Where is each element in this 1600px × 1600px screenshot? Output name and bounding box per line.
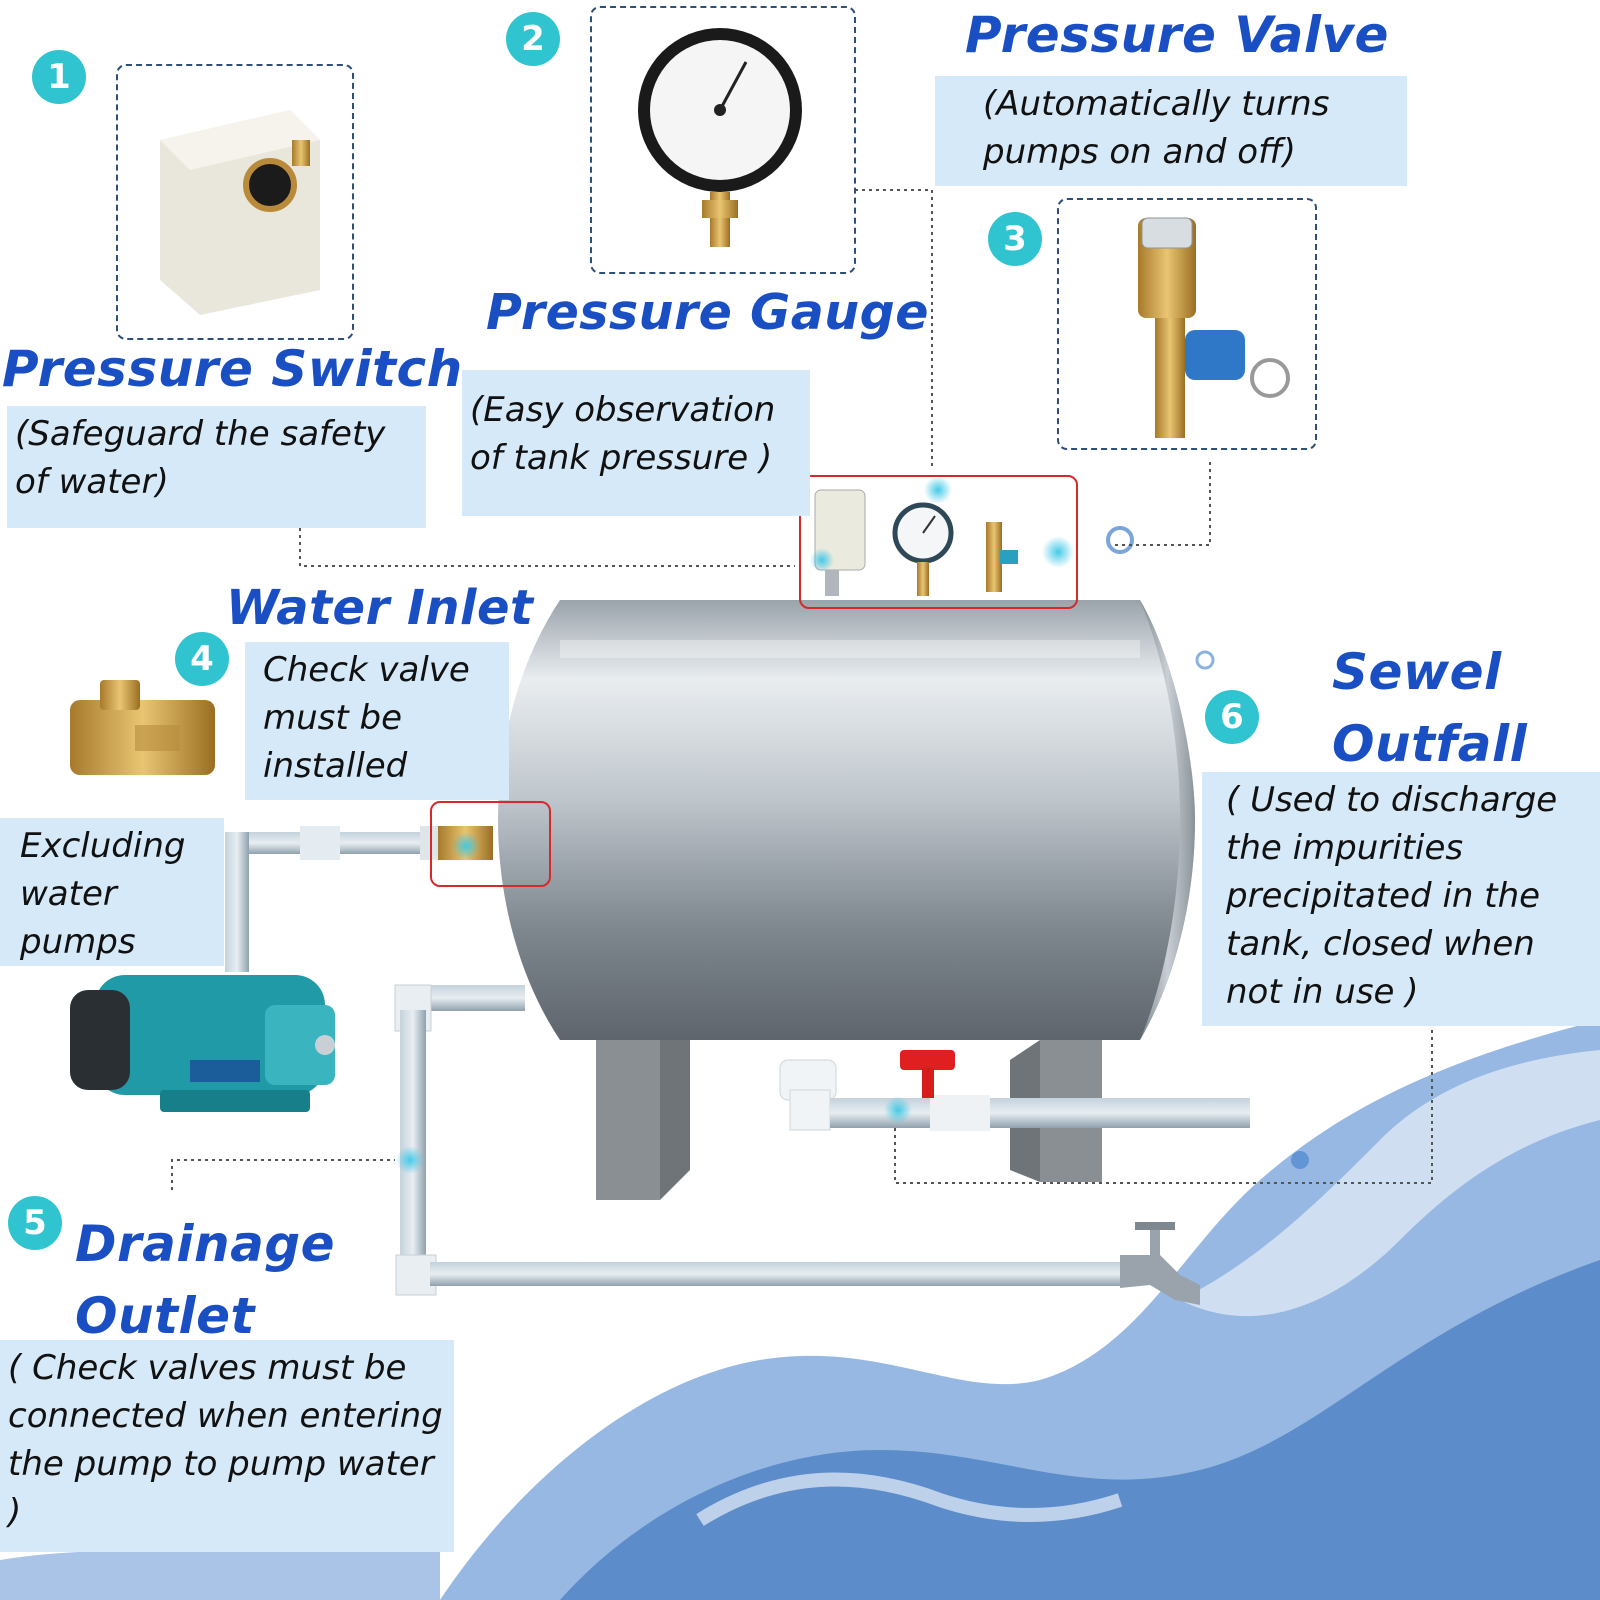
water-inlet-desc: Check valve must be installed xyxy=(245,642,509,800)
pressure-gauge-frame xyxy=(590,6,856,274)
badge-5: 5 xyxy=(8,1196,62,1250)
drainage-outlet-desc: ( Check valves must be connected when en… xyxy=(0,1340,454,1552)
pressure-switch-frame xyxy=(116,64,354,340)
top-fittings-highlight xyxy=(799,475,1078,609)
badge-3: 3 xyxy=(988,212,1042,266)
badge-6: 6 xyxy=(1205,690,1259,744)
inlet-valve-highlight xyxy=(430,801,551,887)
pressure-gauge-photo xyxy=(638,28,802,247)
excluding-pumps-desc: Excluding water pumps xyxy=(0,818,224,966)
check-valve-photo xyxy=(70,680,215,775)
pressure-valve-frame xyxy=(1057,198,1317,450)
pressure-switch-photo xyxy=(160,110,320,315)
pressure-switch-desc: (Safeguard the safety of water) xyxy=(7,406,426,528)
water-inlet-title: Water Inlet xyxy=(226,580,534,636)
leader-lines xyxy=(171,189,1433,1190)
pressure-gauge-title: Pressure Gauge xyxy=(486,284,929,341)
pressure-valve-desc: (Automatically turns pumps on and off) xyxy=(935,76,1407,186)
badge-2: 2 xyxy=(506,12,560,66)
inlet-pipe xyxy=(225,826,493,972)
stainless-tank xyxy=(498,600,1195,1040)
outfall-piping xyxy=(779,1050,1250,1131)
sewel-outfall-title: Sewel Outfall xyxy=(1332,643,1528,773)
badge-1: 1 xyxy=(32,50,86,104)
top-fittings xyxy=(810,476,1074,596)
pressure-valve-photo xyxy=(1138,217,1290,438)
water-splash xyxy=(0,526,1600,1600)
sewel-outfall-desc: ( Used to discharge the impurities preci… xyxy=(1202,772,1600,1026)
water-pump xyxy=(70,975,335,1112)
pressure-switch-title: Pressure Switch xyxy=(2,340,463,398)
drainage-outlet-title: Drainage Outlet xyxy=(75,1215,336,1345)
pressure-valve-title: Pressure Valve xyxy=(965,6,1389,64)
pressure-gauge-desc: (Easy observation of tank pressure ) xyxy=(462,370,810,516)
badge-4: 4 xyxy=(175,632,229,686)
drain-piping xyxy=(394,984,1200,1305)
